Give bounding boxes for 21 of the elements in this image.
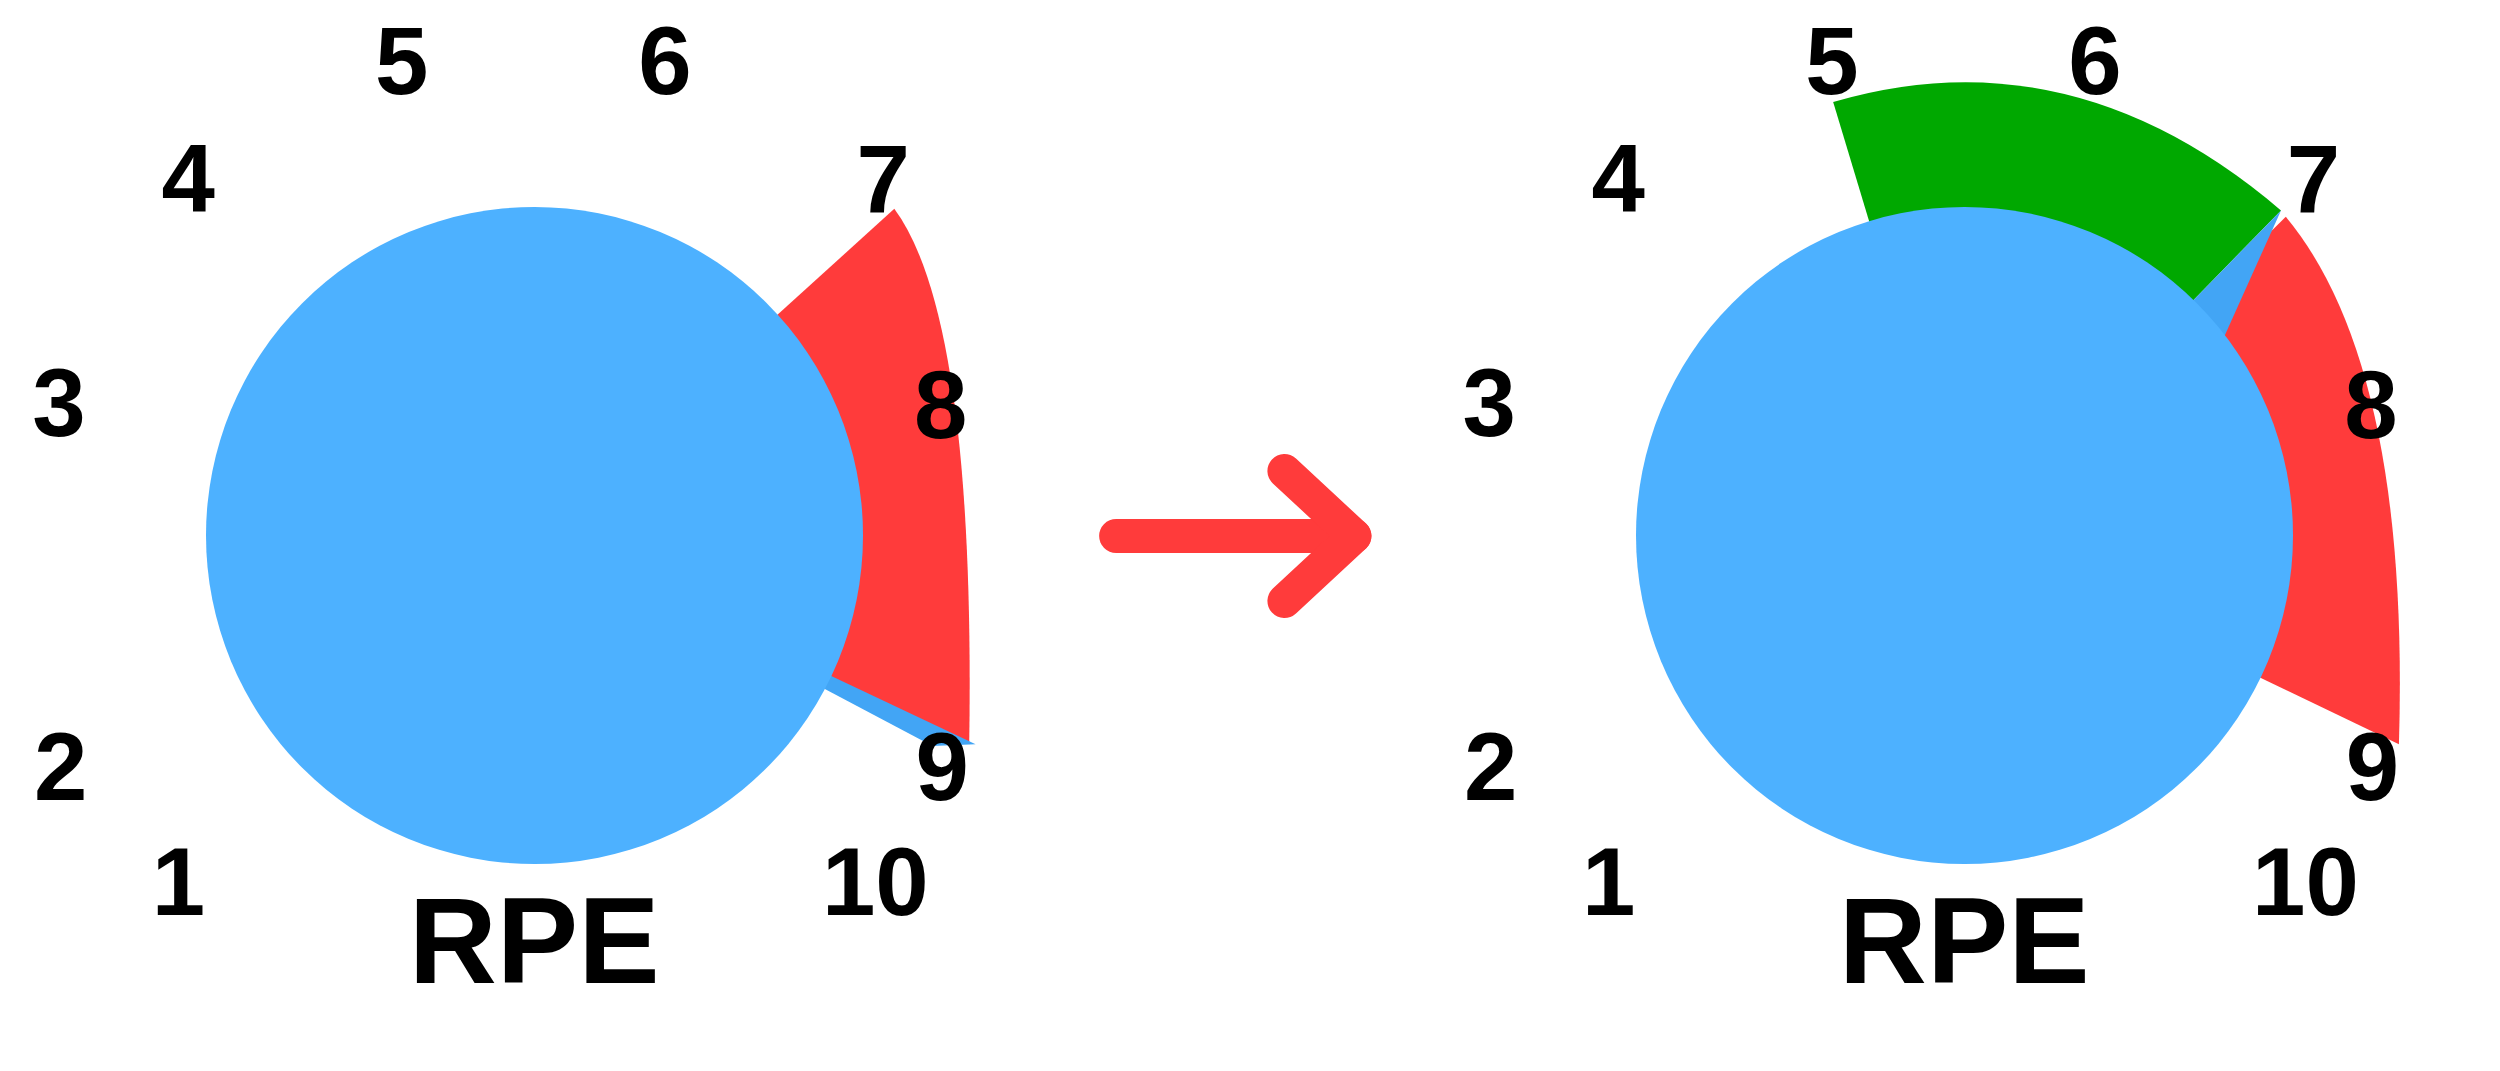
scale-number: 10	[821, 833, 929, 930]
scale-number: 4	[161, 130, 215, 227]
scale-number: 6	[638, 12, 692, 109]
scale-title: RPE	[408, 879, 660, 1002]
scale-number: 10	[2252, 833, 2359, 930]
scale-number: 9	[915, 718, 969, 815]
scale-number: 3	[1462, 355, 1516, 452]
scale-number: 7	[856, 132, 910, 229]
scale-number: 6	[2068, 12, 2122, 109]
scale-number: 5	[375, 12, 429, 109]
scale-number: 5	[1805, 12, 1859, 109]
scale-number: 1	[151, 833, 206, 930]
scale-number: 2	[33, 718, 88, 815]
scale-number: 3	[32, 355, 86, 452]
scale-number: 9	[2345, 718, 2400, 815]
scale-number: 2	[1464, 718, 1518, 815]
scale-number: 7	[2286, 132, 2341, 229]
scale-title: RPE	[1838, 879, 2090, 1002]
scale-number: 4	[1591, 130, 1645, 227]
arrow	[1099, 454, 1372, 618]
scale-number: 1	[1582, 833, 1636, 930]
